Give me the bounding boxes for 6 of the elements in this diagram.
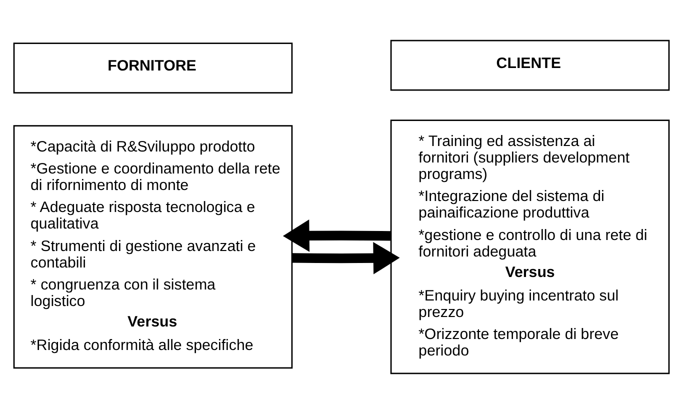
arrow (282, 220, 391, 252)
arrow (292, 242, 400, 274)
node-box: * Training ed assistenza ai fornitori (suppliers development programs) *Integrazione del sistema di painaificazione produttiva *gestione e controllo di una rete di fornitori adeguata Versus *Enquiry buying incentrato sul prezzo *Orizzonte temporale di breve periodo (390, 120, 670, 374)
node-box: FORNITORE (13, 42, 293, 94)
node-box: CLIENTE (390, 40, 670, 91)
node-box: *Capacità di R&Sviluppo prodotto *Gestione e coordinamento della rete di rifornimento di monte * Adeguate risposta tecnologica e qualitativa * Strumenti di gestione avanzati e contabili * congruenza con il sistema logistico Versus *Rigida conformità alle specifiche (13, 125, 293, 369)
